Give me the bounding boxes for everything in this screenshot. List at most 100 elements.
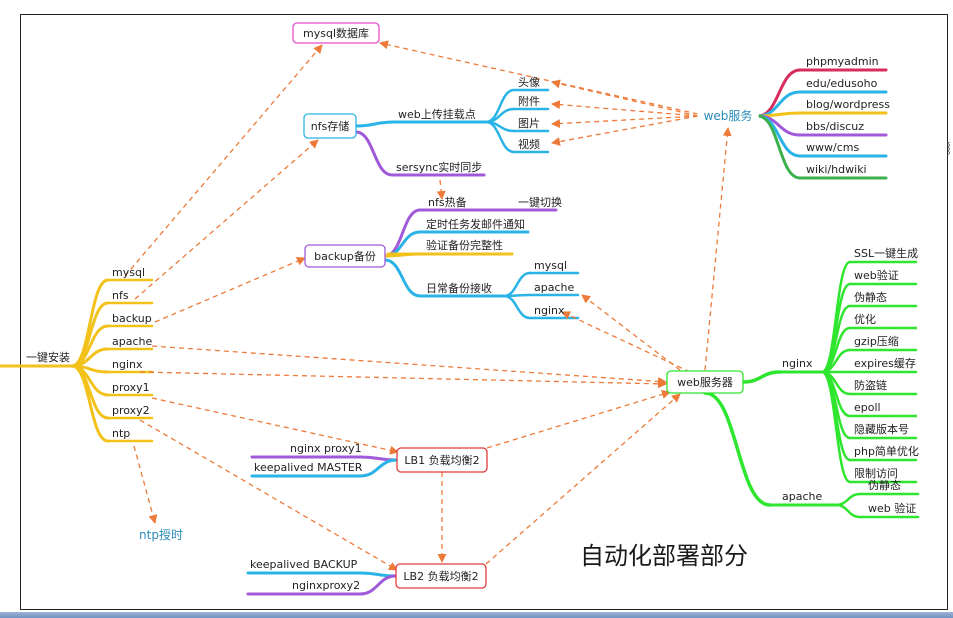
web-service-item-3: bbs/discuz	[806, 120, 864, 133]
arrow-webserver-to-webservice	[704, 127, 732, 371]
nginx-item-3: 优化	[854, 312, 876, 326]
mount-item-2: 图片	[518, 117, 540, 130]
verify-label: 验证备份完整性	[426, 238, 503, 252]
nginx-item-1: web验证	[854, 268, 899, 282]
nginx-item-9: php简单优化	[854, 444, 919, 458]
install-item-proxy2: proxy2	[112, 404, 150, 417]
install-item-mysql: mysql	[112, 266, 145, 279]
ntp-sync-box	[129, 524, 193, 546]
apache-item-0: 伪静态	[868, 478, 901, 492]
nginx-item-branch-10	[820, 370, 852, 484]
nginx-item-7: epoll	[854, 401, 881, 414]
lb1-box-label: LB1 负载均衡2	[404, 453, 479, 467]
nginx-item-8: 隐藏版本号	[854, 422, 909, 436]
install-branch-ntp	[70, 364, 110, 443]
lb1-box	[396, 447, 488, 473]
timer-label: 定时任务发邮件通知	[426, 217, 525, 231]
ntp-sync-box-label: ntp授时	[139, 527, 183, 542]
lb2-box-label: LB2 负载均衡2	[403, 569, 478, 583]
install-item-nginx: nginx	[112, 358, 143, 371]
nfs-hot-label: nfs热备	[428, 195, 467, 209]
daily-item-apache: apache	[534, 281, 574, 294]
mount-item-3: 视频	[518, 137, 540, 151]
nfs-store-box-label: nfs存储	[311, 119, 350, 133]
nginx-item-10: 限制访问	[854, 467, 898, 480]
install-item-ntp: ntp	[112, 427, 130, 440]
lb2-item-1: nginxproxy2	[292, 579, 360, 592]
apache-item-branch-0	[834, 492, 862, 507]
one-key-switch-label: 一键切换	[518, 195, 562, 209]
web-service-box	[697, 106, 759, 126]
arrow-proxy2-to-lb2	[139, 419, 398, 571]
install-item-backup: backup	[112, 312, 152, 325]
sersync-branch	[354, 130, 394, 177]
nginx-item-5: expires缓存	[854, 356, 916, 370]
daily-item-branch-nginx	[502, 294, 532, 320]
arrow-nginx-to-webserver	[139, 371, 667, 389]
nfs-mount-label: web上传挂载点	[398, 107, 476, 121]
lb2-box	[395, 563, 487, 589]
mount-item-branch-0	[484, 88, 516, 124]
daily-label: 日常备份接收	[426, 281, 492, 295]
daily-item-nginx: nginx	[534, 304, 565, 317]
arrow-webservice-to-video	[551, 115, 699, 146]
web-service-branch-5	[756, 114, 802, 180]
apache-item-branch-1	[834, 503, 862, 519]
nginx-item-6: 防盗链	[854, 378, 887, 392]
nginx-item-4: gzip压缩	[854, 335, 899, 348]
arrow-webservice-to-mysqldb	[379, 40, 699, 115]
window-bottom-bar	[0, 612, 953, 618]
arrow-lb2-to-webserver	[485, 393, 681, 565]
arrow-webserver-to-apache-backup	[581, 294, 681, 371]
apache-branch-label: apache	[782, 490, 822, 503]
nginx-item-2: 伪静态	[854, 290, 887, 304]
web-service-item-1: edu/edusoho	[806, 77, 878, 90]
nfs-store-box	[303, 113, 357, 139]
daily-item-branch-mysql	[502, 271, 532, 298]
backup-box	[304, 244, 386, 268]
edge-glyph: ⸾	[947, 141, 951, 154]
lb1-item-0: nginx proxy1	[290, 442, 362, 455]
root-label: 一键安装	[26, 350, 70, 364]
web-server-box	[666, 370, 744, 394]
backup-box-label: backup备份	[314, 249, 376, 263]
mysql-db-box-label: mysql数据库	[303, 26, 369, 40]
mount-item-1: 附件	[518, 94, 540, 108]
mysql-db-box	[292, 22, 380, 44]
arrow-lb1-to-webserver	[486, 390, 671, 449]
arrow-backup-to-box	[154, 257, 306, 323]
nginx-branch-label: nginx	[782, 357, 813, 370]
diagram-caption: 自动化部署部分	[580, 542, 748, 570]
install-branch-mysql	[70, 278, 110, 368]
apache-item-1: web 验证	[868, 501, 916, 515]
install-branch-proxy2	[70, 364, 110, 420]
nginx-item-branch-0	[820, 260, 852, 374]
arrow-mysql-to-db	[124, 44, 323, 277]
daily-item-mysql: mysql	[534, 259, 567, 272]
install-item-proxy1: proxy1	[112, 381, 150, 394]
lb2-item-0: keepalived BACKUP	[250, 558, 358, 571]
web-service-item-4: www/cms	[806, 141, 859, 154]
arrow-webservice-to-avatar	[551, 79, 699, 117]
web-service-item-2: blog/wordpress	[806, 98, 890, 111]
arrow-sersync-to-nfshot	[436, 179, 446, 200]
arrow-nfs-to-store	[134, 139, 319, 300]
web-service-item-5: wiki/hdwiki	[806, 163, 867, 176]
lb2-branch-1	[358, 574, 398, 596]
web-service-item-0: phpmyadmin	[806, 55, 879, 68]
install-item-nfs: nfs	[112, 289, 129, 302]
lb1-branch-1	[358, 458, 399, 478]
arrow-proxy1-to-lb1	[151, 397, 399, 455]
arrow-webservice-to-attachment	[551, 100, 699, 117]
arrow-webserver-to-nginx-backup	[561, 311, 691, 373]
apache-main-branch	[703, 391, 772, 507]
arrow-apache-to-webserver	[151, 345, 667, 386]
arrow-webservice-to-image	[551, 115, 699, 129]
lb1-item-1: keepalived MASTER	[254, 461, 363, 474]
nginx-main-branch	[741, 370, 782, 384]
mount-item-0: 头像	[518, 76, 540, 89]
install-item-apache: apache	[112, 335, 152, 348]
arrow-ntp-to-sync	[133, 445, 158, 524]
web-service-box-label: web服务	[704, 108, 753, 123]
